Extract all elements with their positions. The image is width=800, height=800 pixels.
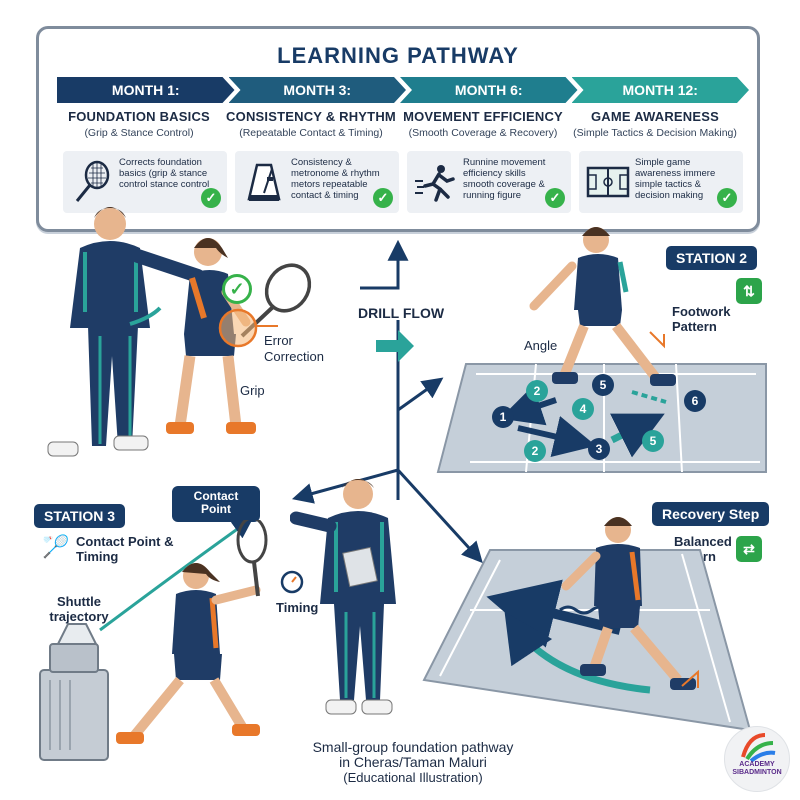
error-correction-label: Error Correction — [264, 333, 324, 364]
stage-card-movement: Runnine movement efficiency skills smoot… — [407, 151, 571, 213]
step-marker: 1 — [492, 406, 514, 428]
stage-consistency: CONSISTENCY & RHYTHM (Repeatable Contact… — [225, 109, 397, 139]
month-1-tab: MONTH 1: — [57, 77, 235, 103]
caption-line-3: (Educational Illustration) — [343, 770, 483, 785]
stage-title: CONSISTENCY & RHYTHM — [226, 109, 396, 124]
step-marker: 5 — [642, 430, 664, 452]
check-icon: ✓ — [201, 188, 221, 208]
stage-subtitle: (Simple Tactics & Decision Making) — [573, 127, 737, 139]
grip-label: Grip — [240, 383, 265, 398]
step-marker: 2 — [524, 440, 546, 462]
month-6-tab: MONTH 6: — [400, 77, 578, 103]
station2-tag: STATION 2 — [666, 246, 758, 270]
contact-point-label: Contact Point — [193, 489, 239, 516]
footwork-pattern-label: Footwork Pattern — [672, 304, 731, 334]
stage-subtitle: (Smooth Coverage & Recovery) — [408, 127, 558, 139]
check-icon: ✓ — [717, 188, 737, 208]
stage-title: MOVEMENT EFFICIENCY — [403, 109, 563, 124]
step-marker: 4 — [572, 398, 594, 420]
shuttle-swirl-icon — [741, 733, 776, 763]
stage-card-consistency: Consistency & metronome & rhythm metors … — [235, 151, 399, 213]
learning-pathway-panel: LEARNING PATHWAY MONTH 1: MONTH 3: MONTH… — [36, 26, 760, 232]
station3-illustration — [39, 520, 304, 761]
station3-tag: STATION 3 — [34, 504, 126, 528]
academy-logo: ACADEMY SIBADMINTON — [724, 726, 790, 792]
station4-court — [422, 517, 752, 732]
logo-text: ACADEMY SIBADMINTON — [732, 761, 782, 776]
station2-court — [436, 227, 767, 473]
pathway-title: LEARNING PATHWAY — [277, 43, 519, 68]
coach-figure — [47, 207, 205, 457]
caption-line-1: Small-group foundation pathway — [312, 739, 514, 755]
angle-label: Angle — [524, 338, 558, 353]
check-icon: ✓ — [373, 188, 393, 208]
stage-game: GAME AWARENESS (Simple Tactics & Decisio… — [569, 109, 741, 139]
stage-card-text: Simple game awareness immere simple tact… — [635, 157, 716, 201]
stage-movement: MOVEMENT EFFICIENCY (Smooth Coverage & R… — [397, 109, 569, 139]
runner-icon — [415, 165, 455, 202]
stage-subtitle: (Repeatable Contact & Timing) — [239, 127, 383, 139]
coach-center-figure — [290, 479, 396, 715]
month-12-tab: MONTH 12: — [572, 77, 750, 103]
shuttlecock-icon: 🏸 — [42, 534, 70, 559]
step-marker: 6 — [684, 390, 706, 412]
check-icon: ✓ — [545, 188, 565, 208]
stage-title: GAME AWARENESS — [590, 109, 719, 124]
shuttle-trajectory-label: Shuttle trajectory — [49, 594, 109, 624]
step-marker: 2 — [526, 380, 548, 402]
contact-point-bubble: Contact Point — [172, 486, 260, 522]
stage-card-foundation: Corrects foundation basics (grip & stanc… — [63, 151, 227, 213]
stage-foundation: FOUNDATION BASICS (Grip & Stance Control… — [53, 109, 225, 139]
month-timeline: MONTH 1: MONTH 3: MONTH 6: MONTH 12: — [57, 77, 743, 103]
step-marker: 3 — [588, 438, 610, 460]
step-marker: 5 — [592, 374, 614, 396]
stage-card-text: Runnine movement efficiency skills smoot… — [463, 157, 546, 201]
recovery-step-tag: Recovery Step — [652, 502, 770, 526]
caption-line-2: in Cheras/Taman Maluri — [339, 754, 487, 770]
footprints-icon: ⇅ — [736, 278, 762, 304]
caption: Small-group foundation pathway in Cheras… — [258, 739, 568, 786]
court-icon — [586, 166, 630, 198]
stage-card-text: Consistency & metronome & rhythm metors … — [291, 157, 380, 201]
racket-icon — [75, 160, 110, 202]
check-icon: ✓ — [222, 274, 252, 304]
timing-label: Timing — [276, 600, 319, 615]
stage-title: FOUNDATION BASICS — [68, 109, 210, 124]
shuttle-machine-icon — [39, 623, 109, 761]
swap-arrows-icon: ⇄ — [736, 536, 762, 562]
contact-timing-label: Contact Point & Timing — [76, 534, 174, 564]
stage-card-text: Corrects foundation basics (grip & stanc… — [119, 157, 210, 190]
stage-subtitle: (Grip & Stance Control) — [84, 127, 194, 139]
month-3-tab: MONTH 3: — [229, 77, 407, 103]
metronome-icon — [247, 163, 281, 201]
drill-flow-label: DRILL FLOW — [358, 305, 445, 321]
stage-card-game: Simple game awareness immere simple tact… — [579, 151, 743, 213]
